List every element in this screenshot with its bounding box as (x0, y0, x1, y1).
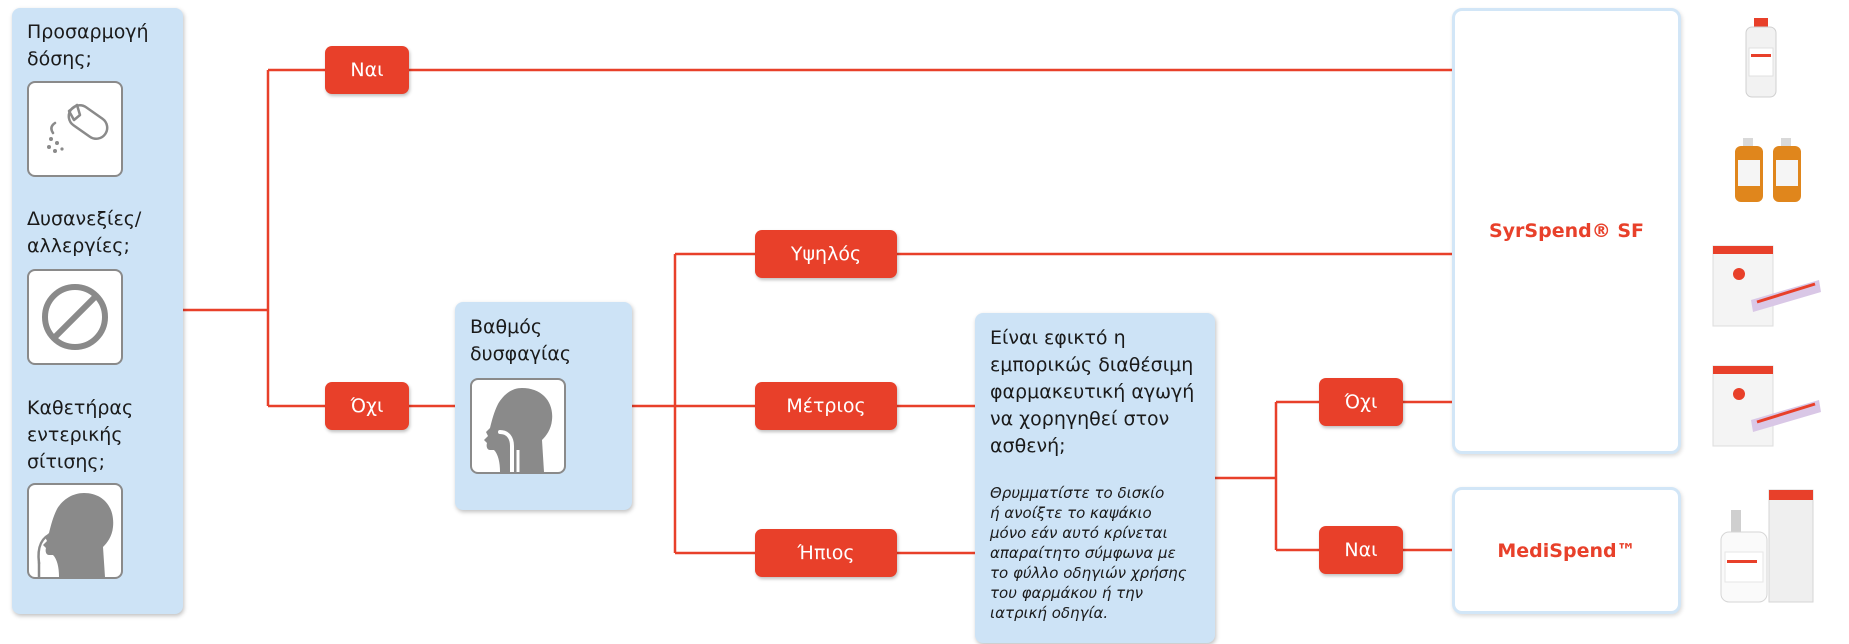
dysphagia-title-line1: Βαθμός (470, 316, 543, 338)
intolerance-label: Δυσανεξίες/ αλλεργίες; (27, 206, 182, 260)
criteria-panel: Προσαρμογή δόσης; Δυσανεξίες/ αλλεργίες; (12, 8, 183, 614)
note-line: ιατρική οδηγία. (990, 604, 1109, 622)
intolerance-label-line2: αλλεργίες; (27, 235, 130, 257)
dysphagia-title: Βαθμός δυσφαγίας (470, 314, 630, 368)
throat-profile-icon (470, 378, 566, 474)
sachet-box-image-1 (1711, 240, 1823, 332)
note-line: του φαρμάκου ή την (990, 584, 1144, 602)
amber-bottles-image (1711, 120, 1823, 212)
question-note: Θρυμματίστε το δισκίο ή ανοίξτε το καψάκ… (990, 483, 1212, 623)
question-panel: Είναι εφικτό η εμπορικώς διαθέσιμη φαρμα… (975, 313, 1215, 643)
question-line: να χορηγηθεί στον (990, 408, 1170, 430)
dysphagia-high-button[interactable]: Υψηλός (755, 230, 897, 278)
note-line: μόνο εάν αυτό κρίνεται (990, 524, 1168, 542)
syrspend-product-box[interactable]: SyrSpend® SF (1452, 8, 1681, 454)
medispend-product-box[interactable]: MediSpend™ (1452, 487, 1681, 614)
dysphagia-mild-button[interactable]: Ήπιος (755, 529, 897, 577)
note-line: το φύλλο οδηγιών χρήσης (990, 564, 1187, 582)
feeding-tube-label: Καθετήρας εντερικής σίτισης; (27, 395, 182, 476)
pump-bottle-image (1711, 480, 1823, 610)
feeding-tube-person-icon (27, 483, 123, 579)
question-line: ασθενή; (990, 435, 1066, 457)
intolerance-label-line1: Δυσανεξίες/ (27, 208, 142, 230)
question-line: Είναι εφικτό η (990, 327, 1126, 349)
sachet-box-image-2 (1711, 360, 1823, 452)
prohibition-icon (27, 269, 123, 365)
dose-yes-button[interactable]: Ναι (325, 46, 409, 94)
dose-adjustment-label-line2: δόσης; (27, 48, 92, 70)
question-line: φαρμακευτική αγωγή (990, 381, 1195, 403)
broken-capsule-icon (27, 81, 123, 177)
dysphagia-panel: Βαθμός δυσφαγίας (455, 302, 632, 510)
white-bottle-image (1711, 12, 1823, 104)
note-line: απαραίτητο σύμφωνα με (990, 544, 1176, 562)
feeding-tube-label-line2: εντερικής (27, 424, 123, 446)
note-line: Θρυμματίστε το δισκίο (990, 484, 1165, 502)
feeding-tube-label-line1: Καθετήρας (27, 397, 134, 419)
note-line: ή ανοίξτε το καψάκιο (990, 504, 1152, 522)
dysphagia-title-line2: δυσφαγίας (470, 343, 572, 365)
dose-adjustment-label-line1: Προσαρμογή (27, 21, 149, 43)
question-text: Είναι εφικτό η εμπορικώς διαθέσιμη φαρμα… (990, 325, 1212, 460)
dysphagia-moderate-button[interactable]: Μέτριος (755, 382, 897, 430)
dose-no-button[interactable]: Όχι (325, 382, 409, 430)
feeding-tube-label-line3: σίτισης; (27, 451, 105, 473)
question-yes-button[interactable]: Ναι (1319, 526, 1403, 574)
question-line: εμπορικώς διαθέσιμη (990, 354, 1194, 376)
dose-adjustment-label: Προσαρμογή δόσης; (27, 19, 182, 73)
question-no-button[interactable]: Όχι (1319, 378, 1403, 426)
